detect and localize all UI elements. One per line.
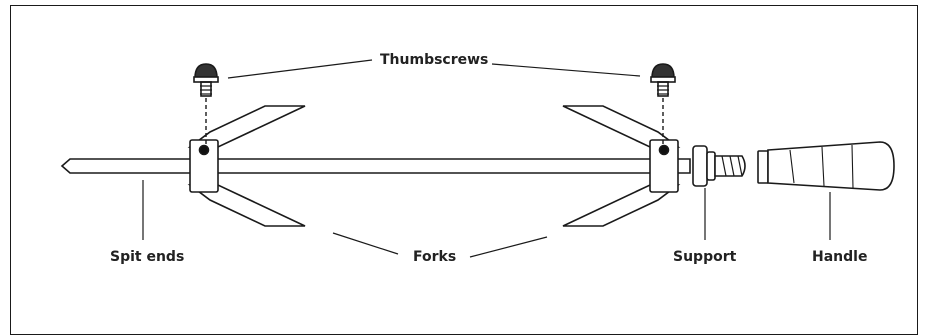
label-support: Support — [673, 249, 737, 265]
label-handle: Handle — [812, 249, 868, 265]
support-part — [692, 145, 746, 187]
label-spit-ends: Spit ends — [110, 249, 185, 265]
left-fork — [187, 105, 306, 227]
rotisserie-spit-diagram — [60, 59, 895, 258]
handle-part — [757, 141, 895, 191]
right-thumbscrew — [650, 63, 676, 97]
screw-guide-lines — [205, 98, 664, 145]
left-thumbscrew — [193, 63, 219, 97]
label-forks: Forks — [413, 249, 457, 265]
spit-rod — [60, 158, 691, 174]
right-fork — [562, 105, 681, 227]
leader-lines — [142, 59, 831, 258]
label-thumbscrews: Thumbscrews — [380, 52, 489, 68]
